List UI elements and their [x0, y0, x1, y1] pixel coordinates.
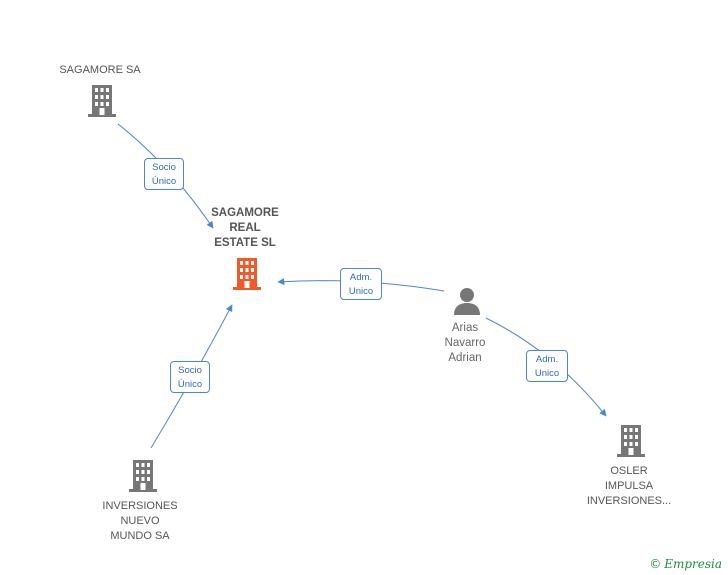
- node-label-line-3: Adrian: [448, 352, 482, 364]
- node-label-line-2: IMPULSA: [604, 480, 654, 492]
- node-arias-navarro-adrian[interactable]: Arias Navarro Adrian: [415, 321, 515, 366]
- brand-logo[interactable]: ©Empresia: [649, 557, 722, 571]
- edge-label-adm-unico[interactable]: Adm. Unico: [526, 350, 568, 382]
- building-icon[interactable]: [127, 459, 159, 493]
- node-label-line-1: OSLER: [610, 465, 648, 477]
- edge-label-line-2: Único: [151, 176, 177, 187]
- edge-label-line-1: Adm.: [349, 272, 373, 283]
- edge-label-line-1: Socio: [178, 365, 202, 376]
- node-inversiones-nuevo-mundo[interactable]: INVERSIONES NUEVO MUNDO SA: [90, 499, 190, 544]
- edge-label-line-2: Unico: [534, 368, 560, 379]
- node-label-line-2: NUEVO: [120, 515, 160, 527]
- building-icon[interactable]: [615, 424, 647, 458]
- node-osler-impulsa[interactable]: OSLER IMPULSA INVERSIONES...: [573, 464, 685, 509]
- node-sagamore-sa[interactable]: SAGAMORE SA: [50, 63, 150, 78]
- copyright-icon: ©: [649, 557, 662, 571]
- node-label-line-2: Navarro: [444, 337, 486, 349]
- edge-label-line-2: Unico: [348, 286, 374, 297]
- node-sagamore-real-estate[interactable]: SAGAMORE REAL ESTATE SL: [195, 206, 295, 251]
- building-icon[interactable]: [231, 257, 263, 291]
- edge-label-line-2: Único: [177, 379, 203, 390]
- brand-name: Empresia: [664, 557, 722, 571]
- node-label-line-3: MUNDO SA: [110, 530, 170, 542]
- node-label-line-3: ESTATE SL: [214, 237, 276, 249]
- node-label-line-1: SAGAMORE: [211, 207, 279, 219]
- edge-label-socio-unico[interactable]: Socio Único: [144, 158, 184, 190]
- edge-label-socio-unico[interactable]: Socio Único: [170, 361, 210, 393]
- building-icon[interactable]: [86, 84, 118, 118]
- node-label-line-3: INVERSIONES...: [586, 495, 672, 507]
- edge-label-line-1: Socio: [152, 162, 176, 173]
- node-label-line-1: Arias: [451, 322, 479, 334]
- node-label: SAGAMORE SA: [59, 64, 141, 76]
- edge-label-line-1: Adm.: [535, 354, 559, 365]
- node-label-line-2: REAL: [229, 222, 261, 234]
- edge-label-adm-unico[interactable]: Adm. Unico: [340, 268, 382, 300]
- person-icon[interactable]: [452, 286, 482, 316]
- node-label-line-1: INVERSIONES: [102, 500, 178, 512]
